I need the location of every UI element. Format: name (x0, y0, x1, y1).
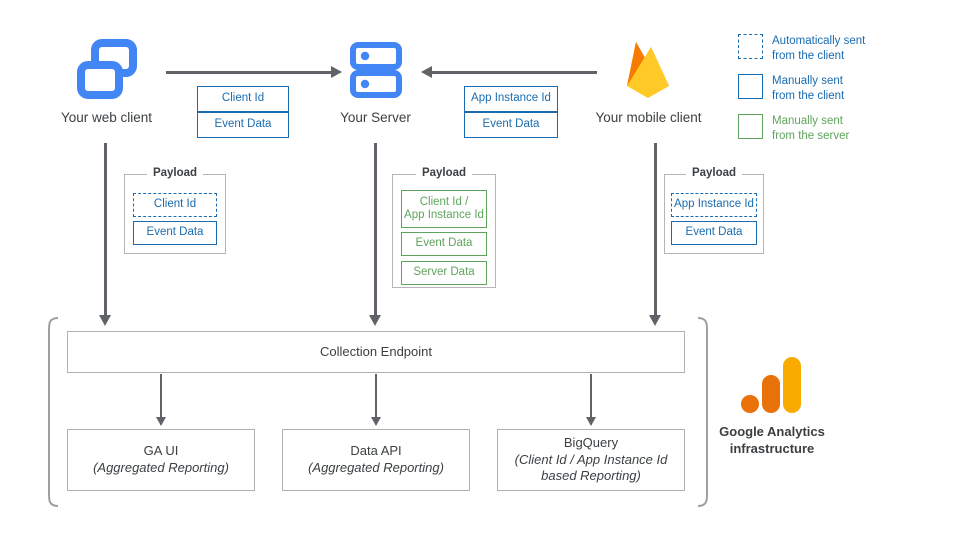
arrow-web-down-line (104, 143, 107, 317)
mobile-client-label: Your mobile client (595, 110, 702, 125)
output-subtitle-data-api: (Aggregated Reporting) (308, 460, 444, 475)
legend-swatch-solid-green-icon (738, 114, 763, 139)
server-payload-item-server-data: Server Data (401, 261, 487, 285)
legend-item-manual-server: Manually sent from the server (738, 114, 849, 144)
output-subtitle-bigquery: (Client Id / App Instance Id based Repor… (514, 451, 668, 484)
mobile-payload-item-app-instance-id: App Instance Id (671, 193, 757, 217)
output-title-bigquery: BigQuery (563, 434, 619, 450)
output-box-ga-ui[interactable]: GA UI (Aggregated Reporting) (67, 429, 255, 491)
output-title-data-api: Data API (350, 443, 402, 459)
server-payload-item-ids: Client Id / App Instance Id (401, 190, 487, 228)
collection-endpoint-label: Collection Endpoint (319, 343, 433, 359)
collection-endpoint-box[interactable]: Collection Endpoint (67, 331, 685, 373)
output-box-bigquery[interactable]: BigQuery (Client Id / App Instance Id ba… (497, 429, 685, 491)
output-box-data-api[interactable]: Data API (Aggregated Reporting) (282, 429, 470, 491)
legend-item-automatic-client: Automatically sent from the client (738, 34, 865, 64)
legend-line-1: Automatically sent (772, 35, 866, 47)
arrow-web-to-server-line (166, 71, 331, 74)
legend-item-manual-client: Manually sent from the client (738, 74, 844, 104)
arrow-server-down-line (374, 143, 377, 317)
legend-label-manual-server: Manually sent from the server (772, 114, 849, 144)
arrow-endpoint-to-dataapi-head (371, 417, 381, 426)
google-analytics-logo-icon (741, 355, 803, 417)
arrow-endpoint-to-dataapi-line (375, 374, 377, 419)
arrow-mobile-to-server-head (421, 66, 432, 78)
arrow-web-to-server-head (331, 66, 342, 78)
mobile-payload-item-event-data: Event Data (671, 221, 757, 245)
output-title-ga-ui: GA UI (143, 443, 179, 459)
legend-swatch-dashed-blue-icon (738, 34, 763, 59)
arrow-endpoint-to-gaui-head (156, 417, 166, 426)
arrow-endpoint-to-gaui-line (160, 374, 162, 419)
arrow-mobile-down-line (654, 143, 657, 317)
legend-line-2: from the server (772, 130, 850, 143)
web-client-icon (76, 38, 138, 100)
legend-label-automatic-client: Automatically sent from the client (772, 34, 865, 64)
legend-line-2: from the client (772, 50, 845, 63)
arrow-server-down-head (369, 315, 381, 326)
server-payload-title: Payload (415, 167, 473, 179)
output-subtitle-ga-ui: (Aggregated Reporting) (93, 460, 229, 475)
infrastructure-bracket (44, 316, 712, 508)
web-payload-item-event-data: Event Data (133, 221, 217, 245)
arrow-endpoint-to-bigquery-line (590, 374, 592, 419)
transfer-chip-event-data-mobile: Event Data (464, 112, 558, 138)
legend-line-1: Manually sent (772, 75, 843, 87)
firebase-flame-icon (620, 36, 676, 102)
arrow-mobile-down-head (649, 315, 661, 326)
legend-label-manual-client: Manually sent from the client (772, 74, 844, 104)
legend-swatch-solid-blue-icon (738, 74, 763, 99)
web-client-label: Your web client (60, 110, 153, 125)
server-label: Your Server (340, 110, 411, 125)
server-icon (349, 42, 403, 98)
arrow-mobile-to-server-line (432, 71, 597, 74)
transfer-chip-event-data: Event Data (197, 112, 289, 138)
web-payload-item-client-id: Client Id (133, 193, 217, 217)
infrastructure-caption-line-1: Google Analytics (719, 424, 825, 439)
server-payload-item-event-data: Event Data (401, 232, 487, 256)
mobile-payload-title: Payload (685, 167, 743, 179)
infrastructure-caption: Google Analytics infrastructure (687, 424, 857, 458)
infrastructure-caption-line-2: infrastructure (729, 440, 815, 456)
transfer-chip-client-id: Client Id (197, 86, 289, 112)
legend-line-1: Manually sent (772, 115, 843, 127)
arrow-web-down-head (99, 315, 111, 326)
web-payload-title: Payload (146, 167, 204, 179)
transfer-chip-app-instance-id: App Instance Id (464, 86, 558, 112)
arrow-endpoint-to-bigquery-head (586, 417, 596, 426)
legend-line-2: from the client (772, 90, 845, 103)
